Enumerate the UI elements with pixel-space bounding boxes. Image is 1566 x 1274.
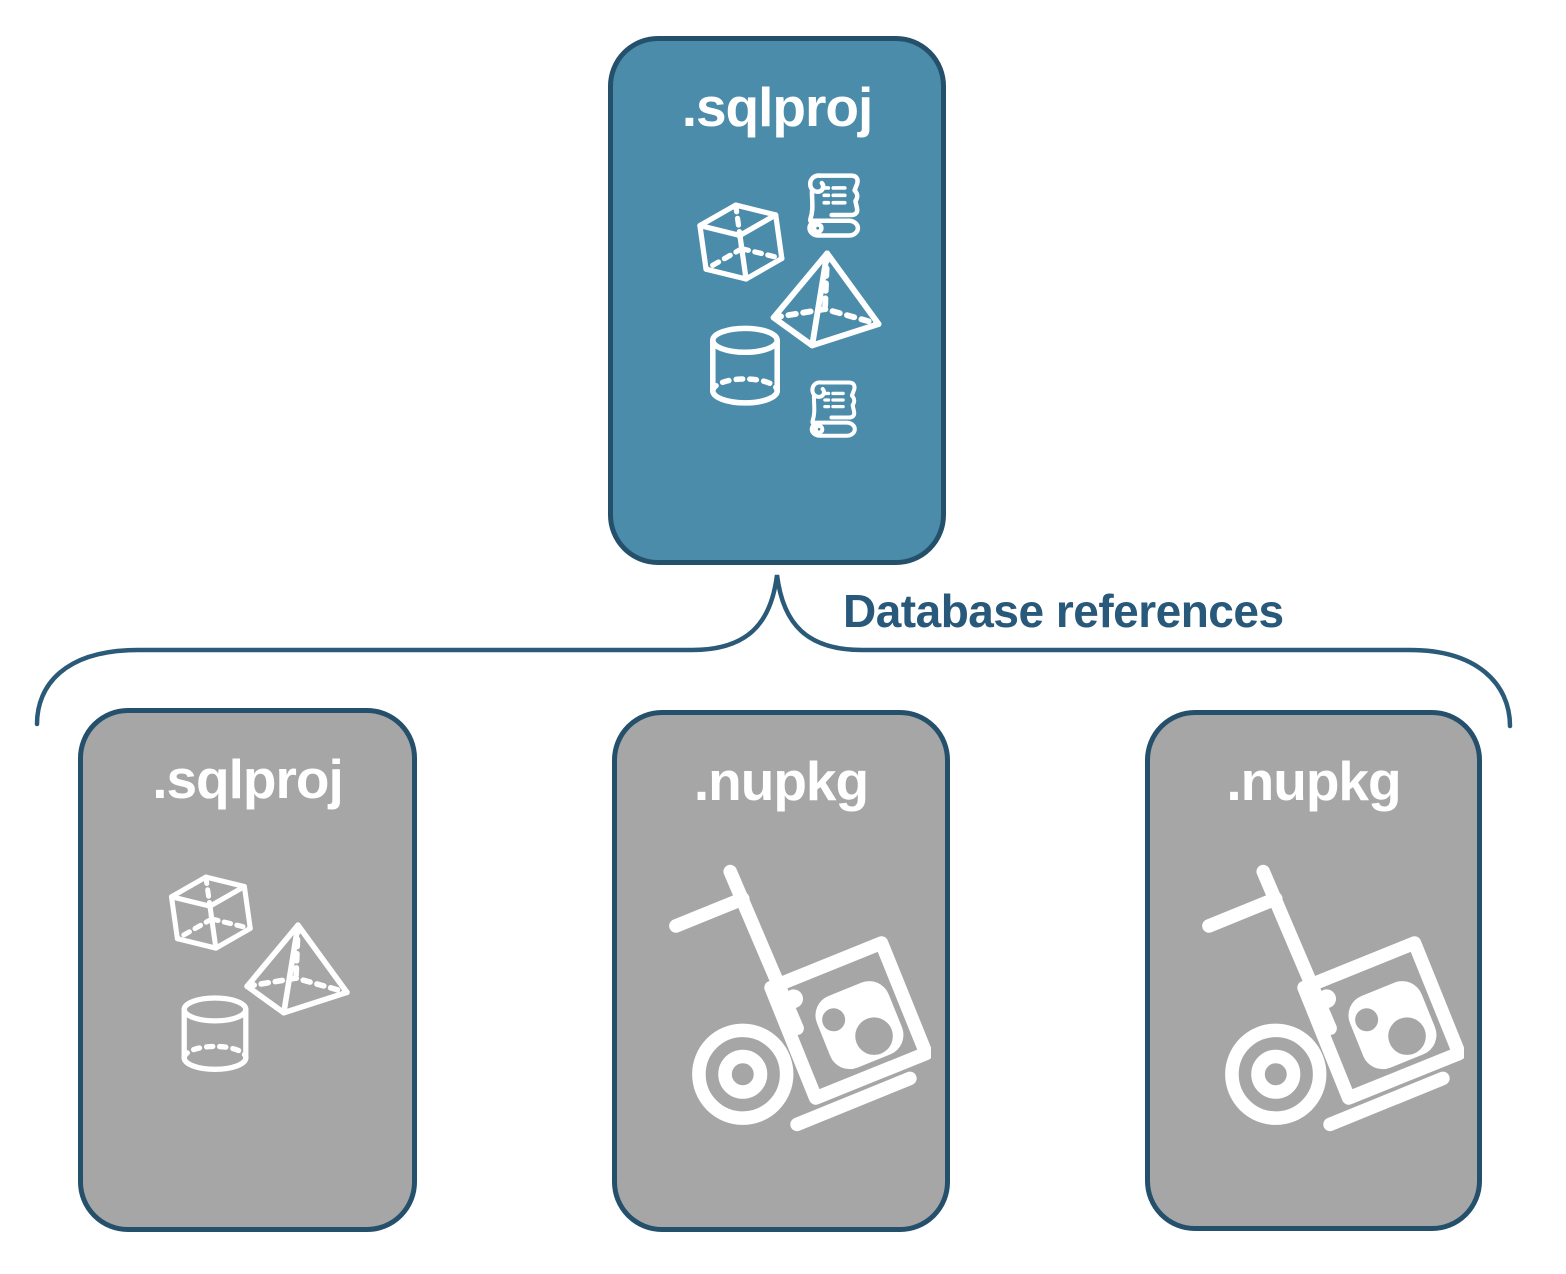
brace-path [34, 574, 1513, 729]
connector-label: Database references [843, 585, 1284, 637]
child-nupkg-box: .nupkg [612, 710, 950, 1232]
child-box-title: .nupkg [693, 750, 869, 812]
root-box-title: .sqlproj [681, 76, 874, 138]
root-sqlproj-box: .sqlproj [608, 36, 946, 565]
database-cylinder-icon [699, 321, 791, 413]
child-sqlproj-box: .sqlproj [78, 708, 417, 1232]
script-scroll-icon [793, 165, 867, 247]
child-box-title: .nupkg [1226, 750, 1401, 812]
database-cylinder-icon [171, 991, 259, 1079]
package-handtruck-icon [1192, 857, 1464, 1139]
child-box-title: .sqlproj [152, 748, 344, 810]
script-scroll-icon [797, 373, 863, 446]
child-nupkg-box: .nupkg [1145, 710, 1482, 1231]
package-handtruck-icon [659, 857, 931, 1139]
